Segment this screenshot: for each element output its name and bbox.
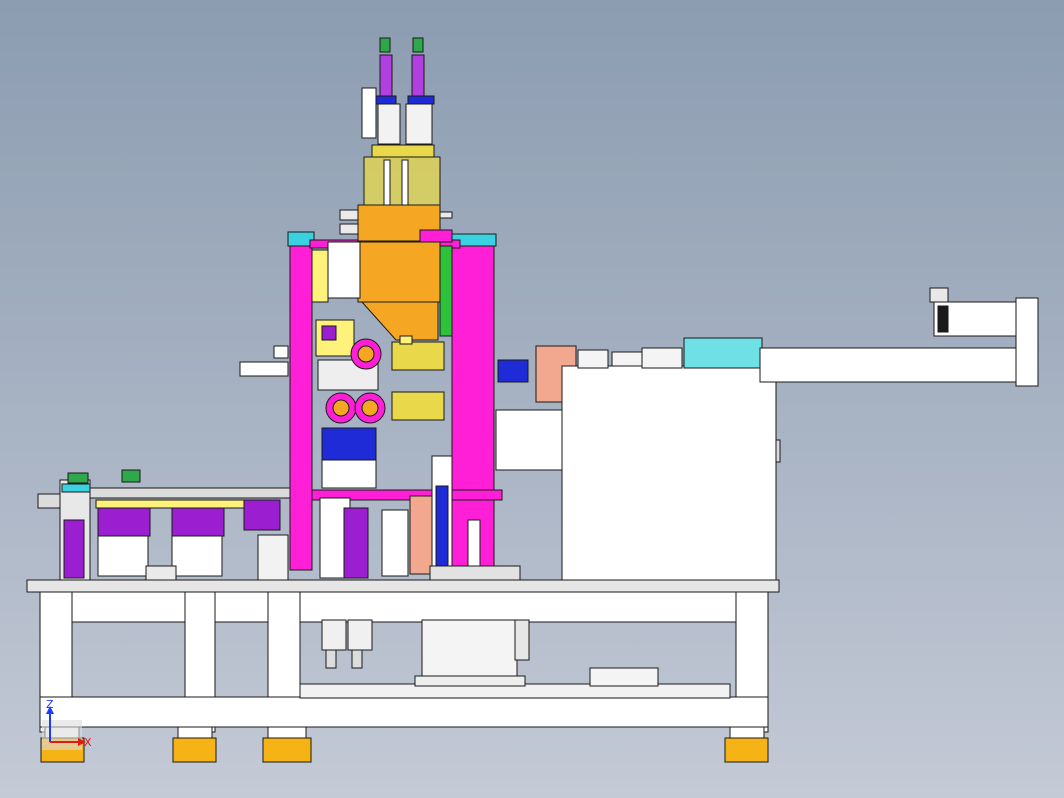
lower-center-mechanisms bbox=[319, 455, 521, 581]
x-axis-label: X bbox=[84, 736, 92, 749]
base-frame bbox=[26, 579, 780, 763]
right-assembly bbox=[495, 287, 1039, 581]
coordinate-triad: Z X bbox=[42, 698, 92, 750]
z-axis-label: Z bbox=[46, 698, 54, 711]
z-axis-arrow-icon bbox=[46, 706, 54, 714]
roller-module bbox=[239, 319, 445, 489]
center-housing bbox=[311, 229, 453, 341]
x-axis-arrow-icon bbox=[78, 738, 86, 746]
left-conveyor bbox=[37, 469, 311, 581]
central-columns bbox=[287, 231, 503, 571]
top-cylinder-assembly bbox=[339, 37, 453, 242]
